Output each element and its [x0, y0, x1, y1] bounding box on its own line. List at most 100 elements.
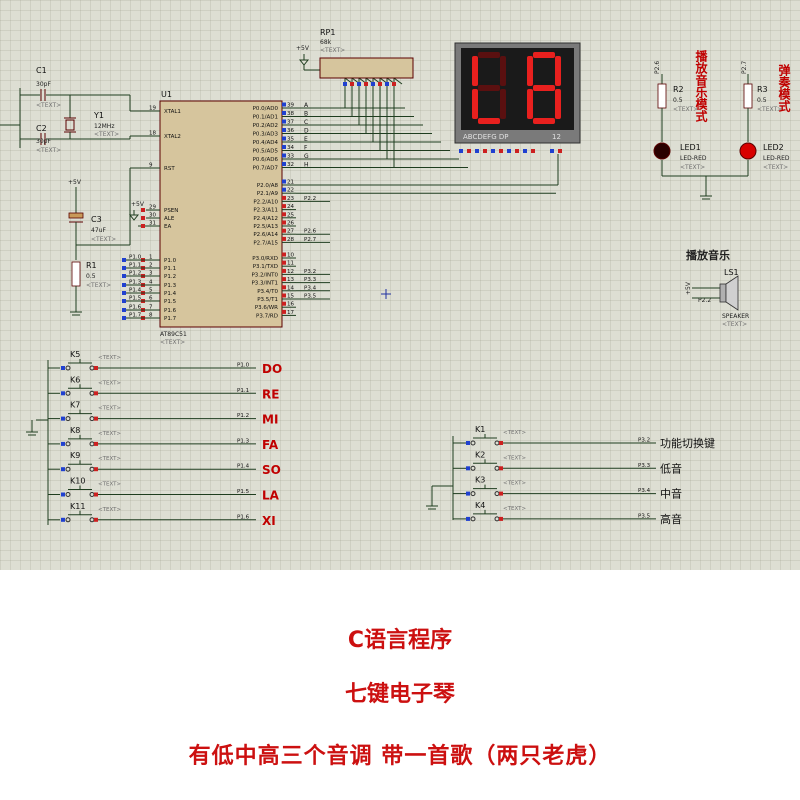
display-pin-dot: [499, 149, 503, 153]
ls1-ref: LS1: [724, 268, 739, 277]
segment-a: [533, 52, 555, 58]
key-contact: [65, 492, 71, 497]
y1-value: 12MHz: [94, 123, 114, 130]
mcu-pin-number: 27: [287, 229, 294, 235]
c1-value: 30pF: [36, 81, 51, 88]
function-label: 功能切换键: [660, 436, 715, 450]
segment-a: [478, 52, 500, 58]
segment-b: [555, 56, 561, 86]
schematic-canvas[interactable]: C1 30pF <TEXT> C2 30pF <TEXT> Y1 12MHz <…: [0, 0, 800, 570]
display-pin-dot: [515, 149, 519, 153]
oscillator-section: C1 30pF <TEXT> C2 30pF <TEXT> Y1 12MHz <…: [0, 66, 160, 154]
mcu-pin-name: P3.6/WR: [255, 305, 278, 311]
port0-net-label: F: [304, 145, 308, 152]
port2-net-label: P2.7: [304, 237, 317, 243]
key-contact: [89, 492, 95, 497]
key-pin-dot: [94, 467, 98, 472]
key-pin-dot: [94, 416, 98, 421]
function-label: 高音: [660, 512, 682, 526]
mcu-u1[interactable]: U1 AT89C51 <TEXT> 19XTAL118XTAL29RST29PS…: [141, 90, 330, 346]
pin-state-dot: [282, 268, 286, 273]
segment-e: [527, 89, 533, 119]
mcu-pin-name: P0.0/AD0: [253, 106, 279, 112]
key-pin-dot: [466, 516, 470, 521]
caption-area: [0, 570, 800, 800]
mcu-pin-number: 7: [149, 305, 153, 311]
mcu-pin-name: P1.1: [164, 266, 176, 272]
key-pin-dot: [499, 516, 503, 521]
p1-pin-dot: [122, 291, 126, 295]
mcu-pin-number: 8: [149, 313, 153, 319]
speaker-vcc: +5V: [685, 281, 692, 295]
led1-ref: LED1: [680, 143, 701, 152]
key-contact: [470, 491, 476, 497]
reset-vcc-label: +5V: [68, 179, 82, 186]
port3-net-label: P3.2: [304, 269, 316, 275]
display-pin-dot: [523, 149, 527, 153]
rp1-pin-dot: [357, 82, 361, 86]
mcu-pin-number: 1: [149, 255, 153, 261]
caption-title: 七键电子琴: [344, 682, 455, 707]
key-ref: K2: [475, 450, 485, 459]
display-digit-left: [472, 52, 506, 124]
mcu-pin-name: P1.7: [164, 316, 177, 322]
port3-net-label: P3.4: [304, 285, 317, 291]
mcu-pin-number: 25: [287, 212, 294, 218]
key-pin-dot: [499, 466, 503, 471]
pin-state-dot: [282, 228, 286, 233]
key-pin-dot: [61, 441, 65, 446]
led1-text: <TEXT>: [680, 164, 705, 171]
mcu-pin-number: 39: [287, 103, 294, 109]
mcu-pin-name: P2.6/A14: [253, 232, 278, 238]
mcu-pin-number: 34: [287, 145, 294, 151]
key-text: <TEXT>: [503, 455, 526, 461]
y1-ref: Y1: [93, 111, 104, 120]
rp1-ref: RP1: [320, 28, 335, 37]
mcu-left-pins: 19XTAL118XTAL29RST29PSEN30ALE31EA1P1.02P…: [141, 106, 181, 322]
key-ref: K1: [475, 425, 485, 434]
segment-g: [533, 85, 555, 91]
key-pin-dot: [61, 492, 65, 497]
p1-net-label: P1.2: [129, 271, 141, 277]
key-contact: [470, 440, 476, 446]
key-pin-dot: [94, 366, 98, 370]
key-contact: [65, 390, 71, 396]
p1-net-label: P1.0: [129, 255, 142, 261]
r2-net: P2.6: [654, 61, 661, 74]
p1-pin-dot: [122, 283, 126, 287]
mcu-pin-number: 29: [149, 205, 156, 211]
mcu-pin-number: 13: [287, 277, 294, 283]
pin-state-dot: [141, 224, 145, 228]
mcu-pin-number: 31: [149, 221, 156, 227]
key-text: <TEXT>: [503, 506, 526, 512]
key-text: <TEXT>: [503, 481, 526, 487]
mcu-pin-number: 6: [149, 296, 153, 302]
mcu-pin-number: 2: [149, 263, 153, 269]
mcu-pin-number: 37: [287, 120, 294, 126]
c2-value: 30pF: [36, 138, 51, 145]
r2-ref: R2: [673, 85, 684, 94]
caption-language: C语言程序: [347, 628, 453, 653]
mcu-pin-number: 11: [287, 261, 294, 267]
display-pin-dot: [483, 149, 487, 153]
pin-state-dot: [282, 260, 286, 265]
mcu-pin-name: P1.0: [164, 258, 177, 264]
key-contact: [65, 441, 71, 447]
pin-state-dot: [141, 216, 145, 220]
p1-pin-dot: [122, 266, 126, 270]
mcu-pin-number: 28: [287, 237, 294, 243]
display-pin-dot: [507, 149, 511, 153]
key-contact: [65, 466, 71, 472]
rp1-pin-dot: [371, 82, 375, 86]
